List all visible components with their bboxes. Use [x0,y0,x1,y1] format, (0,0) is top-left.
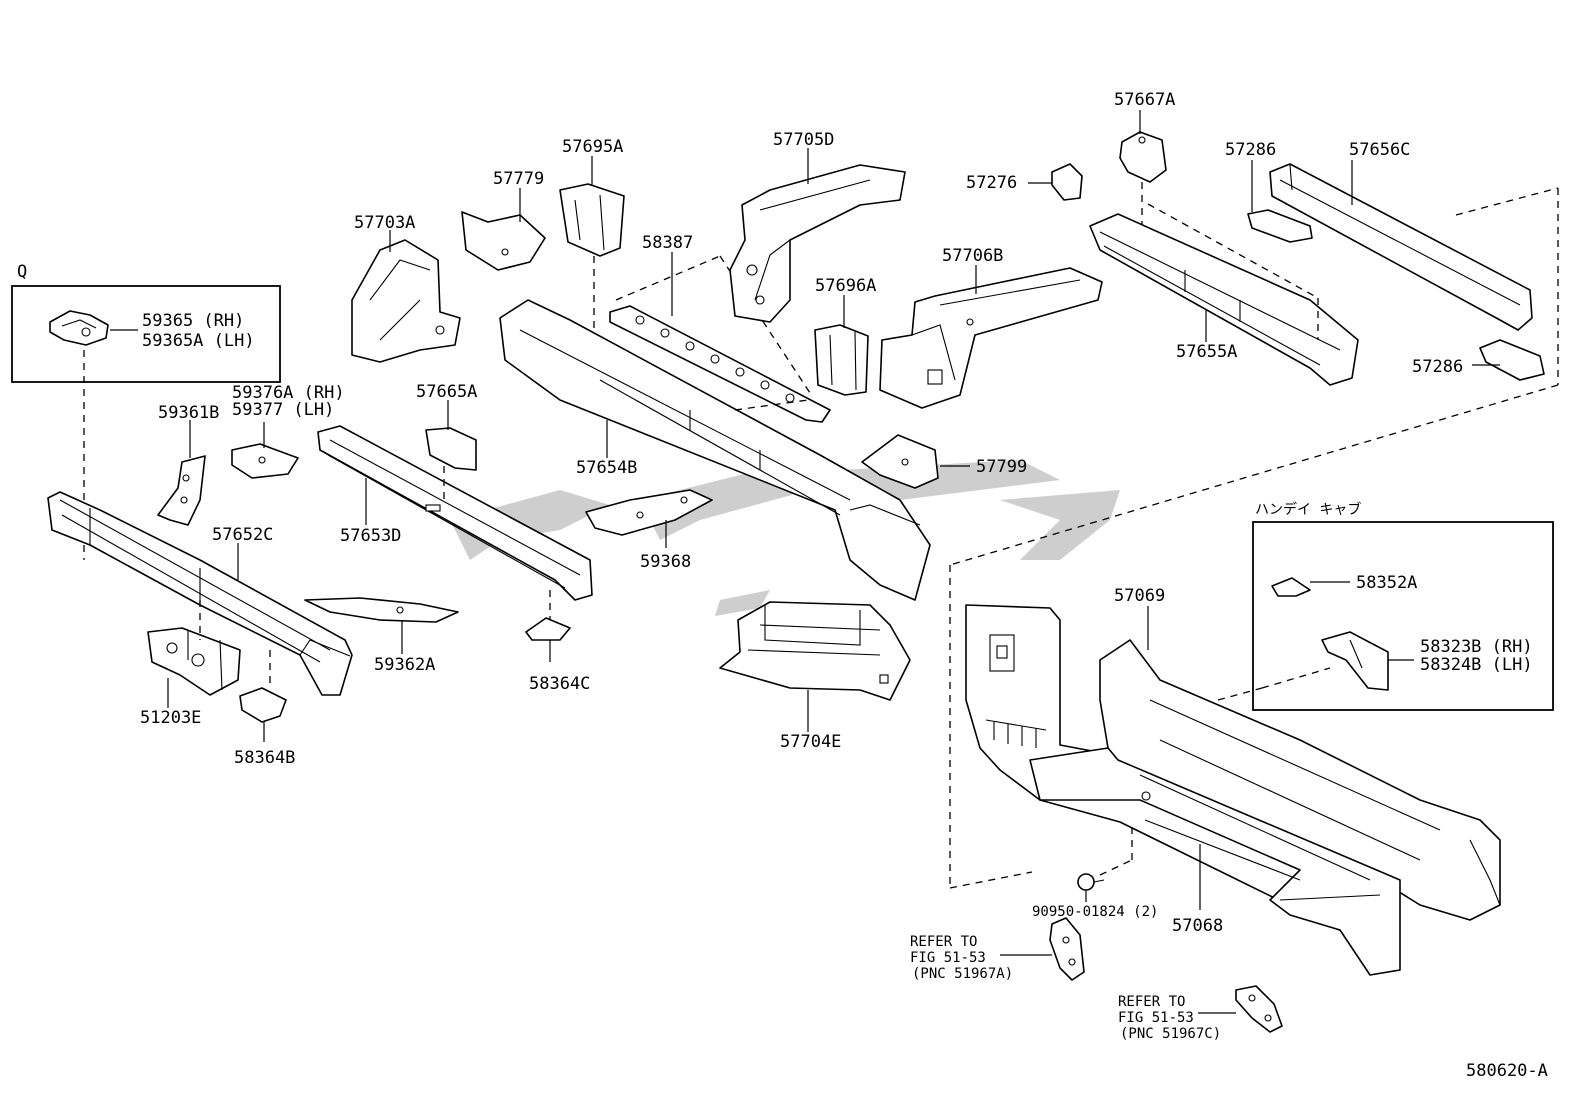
ref2-line1: REFER TO [1118,994,1185,1010]
part-57705d-member[interactable] [729,164,906,323]
part-57652c-side-member[interactable] [47,491,353,696]
part-ref-51967c[interactable] [1235,985,1283,1033]
bolt-90950-01824[interactable] [1077,873,1105,891]
ref1-line3: (PNC 51967A) [912,966,1013,982]
part-58364b-clip[interactable] [239,687,287,723]
part-59376a-plate[interactable] [231,443,299,479]
ref2-line3: (PNC 51967C) [1120,1026,1221,1042]
part-57068-side-member[interactable] [1029,747,1401,976]
part-57655a-crossmember[interactable] [1089,213,1359,386]
diagram-id: 580620-A [1466,1061,1548,1081]
label-58352a: 58352A [1356,573,1417,593]
part-58323b-bracket[interactable] [1321,631,1389,691]
label-57799: 57799 [976,457,1027,477]
part-59362a-brace[interactable] [304,597,459,623]
part-57706b-member[interactable] [879,267,1103,409]
part-59368-plate[interactable] [585,489,713,536]
part-57703a-reinforcement[interactable] [351,239,461,363]
label-57655a: 57655A [1176,342,1237,362]
ref1-line2: FIG 51-53 [910,950,986,966]
label-59365: 59365 (RH) [142,311,244,331]
part-59365-bracket[interactable] [49,310,109,346]
label-58364c: 58364C [529,674,590,694]
part-57695a-bracket[interactable] [559,183,625,257]
label-57656c: 57656C [1349,140,1410,160]
label-58324b: 58324B (LH) [1420,655,1533,675]
label-57779: 57779 [493,169,544,189]
label-57667a: 57667A [1114,90,1175,110]
label-57286-right: 57286 [1412,357,1463,377]
ref1-line1: REFER TO [910,934,977,950]
label-58323b: 58323B (RH) [1420,637,1533,657]
part-59361b-bracket[interactable] [157,455,206,526]
part-ref-51967a[interactable] [1049,917,1085,981]
part-57286-upper-bracket[interactable] [1247,209,1313,243]
part-57286-right-bracket[interactable] [1479,339,1545,381]
part-57799-bracket[interactable] [861,434,939,489]
part-57653d-side-member[interactable] [317,425,593,601]
label-57286-top: 57286 [1225,140,1276,160]
inset-handy-cab: ハンデイ キャブ [1252,501,1554,711]
label-57068: 57068 [1172,916,1223,936]
label-57069: 57069 [1114,586,1165,606]
label-57696a: 57696A [815,276,876,296]
part-57656c-member[interactable] [1269,163,1533,331]
label-58364b: 58364B [234,748,295,768]
part-57704e-panel[interactable] [719,601,911,701]
label-58387: 58387 [642,233,693,253]
label-57654b: 57654B [576,458,637,478]
label-51203e: 51203E [140,708,201,728]
label-57652c: 57652C [212,525,273,545]
label-57706b: 57706B [942,246,1003,266]
label-57653d: 57653D [340,526,401,546]
inset-q-marker: Q [17,262,27,282]
label-57695a: 57695A [562,137,623,157]
part-57667a-bracket[interactable] [1119,131,1167,183]
part-57696a-bracket[interactable] [814,324,869,396]
label-59361b: 59361B [158,403,219,423]
part-57276-clip[interactable] [1051,163,1083,201]
inset-handy-cab-frame [1252,521,1554,711]
inset-q-frame [11,285,281,383]
label-57276: 57276 [966,173,1017,193]
inset-box-q: Q 59365 (RH) 59365A (LH) [11,262,281,383]
part-58364c-clip[interactable] [525,617,571,641]
label-57665a: 57665A [416,382,477,402]
inset-handy-cab-title: ハンデイ キャブ [1255,501,1361,518]
label-57705d: 57705D [773,130,834,150]
ref2-line2: FIG 51-53 [1118,1010,1194,1026]
part-57665a-bracket[interactable] [425,427,477,471]
label-59368: 59368 [640,552,691,572]
part-58387-strip[interactable] [609,305,831,423]
label-59376a: 59376A (RH) [232,383,345,403]
label-59365a: 59365A (LH) [142,331,255,351]
label-57704e: 57704E [780,732,841,752]
part-57779-bracket[interactable] [461,211,546,271]
label-59377: 59377 (LH) [232,400,334,420]
part-51203e-bracket[interactable] [147,627,241,696]
part-57654b-crossmember[interactable] [499,299,931,601]
part-58352a-clip[interactable] [1271,577,1311,597]
label-57703a: 57703A [354,213,415,233]
label-90950: 90950-01824 (2) [1032,904,1158,920]
label-59362a: 59362A [374,655,435,675]
